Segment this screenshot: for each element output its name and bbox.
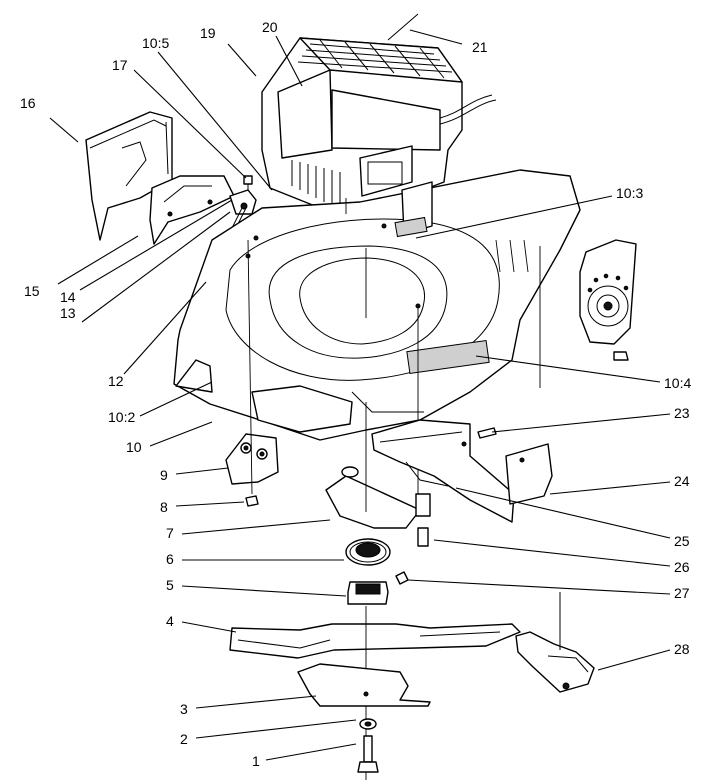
callout-23: 23 <box>674 405 690 421</box>
mulch-plug <box>515 592 595 693</box>
callout-25: 25 <box>674 533 690 549</box>
callout-3: 3 <box>180 701 188 717</box>
callout-14: 14 <box>60 289 76 305</box>
callout-24: 24 <box>674 473 690 489</box>
callout-20: 20 <box>262 19 278 35</box>
height-adjuster-plate <box>579 239 637 361</box>
callout-26: 26 <box>674 559 690 575</box>
callout-10-2: 10:2 <box>108 409 135 425</box>
wheel-bracket <box>225 239 279 507</box>
callout-labels: 1 2 3 4 5 6 7 8 9 10 10:2 10:3 10:4 10:5… <box>20 19 691 769</box>
rear-cover <box>85 111 173 241</box>
callout-1: 1 <box>252 753 260 769</box>
callout-2: 2 <box>180 731 188 747</box>
callout-7: 7 <box>166 525 174 541</box>
engine <box>261 13 497 213</box>
callout-4: 4 <box>166 613 174 629</box>
callout-10-4: 10:4 <box>664 375 691 391</box>
callout-16: 16 <box>20 95 36 111</box>
callout-19: 19 <box>200 25 216 41</box>
shield-spacer <box>415 493 431 547</box>
blade-bolt <box>357 718 379 773</box>
callout-6: 6 <box>166 551 174 567</box>
callout-10: 10 <box>126 439 142 455</box>
adapter-plate <box>297 663 431 707</box>
callout-12: 12 <box>108 373 124 389</box>
blade-drive-stack <box>325 402 421 605</box>
callout-17: 17 <box>112 57 128 73</box>
callout-21: 21 <box>472 39 488 55</box>
mower-deck <box>173 169 581 504</box>
callout-15: 15 <box>24 283 40 299</box>
callout-10-3: 10:3 <box>616 185 643 201</box>
leader-lines <box>49 29 671 761</box>
callout-10-5: 10:5 <box>142 35 169 51</box>
rear-baffle <box>371 419 553 523</box>
callout-9: 9 <box>160 467 168 483</box>
callout-8: 8 <box>160 499 168 515</box>
hinge-bracket <box>149 175 235 245</box>
callout-13: 13 <box>60 305 76 321</box>
callout-27: 27 <box>674 585 690 601</box>
callout-28: 28 <box>674 641 690 657</box>
callout-5: 5 <box>166 577 174 593</box>
